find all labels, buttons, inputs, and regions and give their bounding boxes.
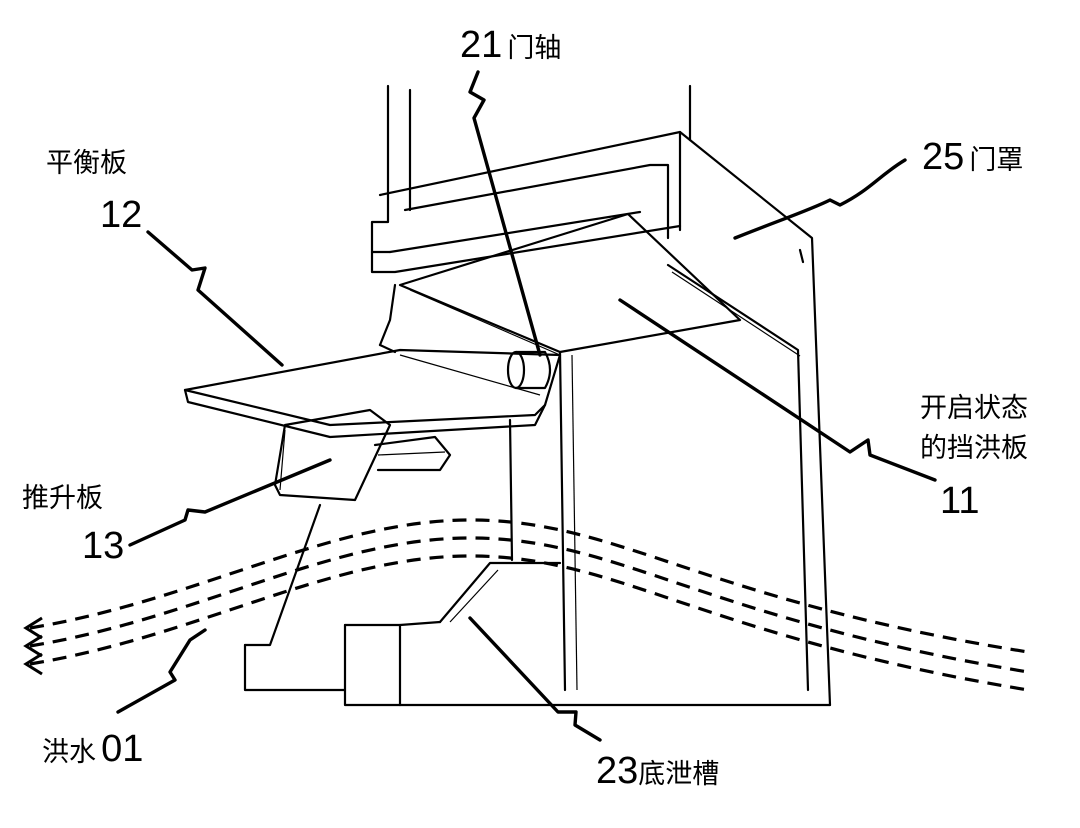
leader-25 [733, 158, 907, 240]
bottom-drain [343, 561, 562, 707]
label-door-shaft: 21 门轴 [460, 26, 561, 64]
upper-frame [370, 84, 692, 274]
label-balance-plate-number: 12 [100, 194, 143, 236]
leader-21 [468, 70, 542, 357]
label-lift-plate-number: 13 [82, 525, 125, 567]
label-door-shaft-number: 21 [460, 24, 503, 66]
door-shaft [506, 350, 552, 390]
leader-13 [128, 458, 332, 547]
label-door-shaft-text: 门轴 [507, 33, 562, 64]
leader-23 [468, 616, 602, 742]
leader-01 [116, 628, 207, 714]
label-door-cover: 25 门罩 [922, 138, 1023, 176]
label-flood-number: 01 [101, 728, 144, 770]
label-door-cover-number: 25 [922, 136, 965, 178]
label-flood-gate-line2: 的挡洪板 [920, 433, 1028, 464]
flood-gate-plate [398, 212, 742, 692]
label-lift-plate-text: 推升板 [22, 483, 103, 514]
label-balance-plate-text: 平衡板 [46, 148, 127, 179]
label-flood-text: 洪水 [42, 737, 96, 768]
leader-lines [116, 70, 937, 742]
label-flood: 洪水 01 [42, 730, 143, 768]
balance-plate [183, 343, 562, 439]
leader-12 [146, 230, 284, 367]
flood-streamlines [23, 518, 1029, 692]
label-flood-gate-line1: 开启状态 [920, 393, 1028, 424]
label-bottom-drain: 23底泄槽 [596, 752, 719, 790]
leader-11 [618, 298, 937, 482]
label-door-cover-text: 门罩 [969, 145, 1024, 176]
label-flood-gate-number: 11 [940, 480, 980, 522]
label-bottom-drain-number: 23 [596, 750, 639, 792]
label-bottom-drain-text: 底泄槽 [638, 759, 720, 790]
